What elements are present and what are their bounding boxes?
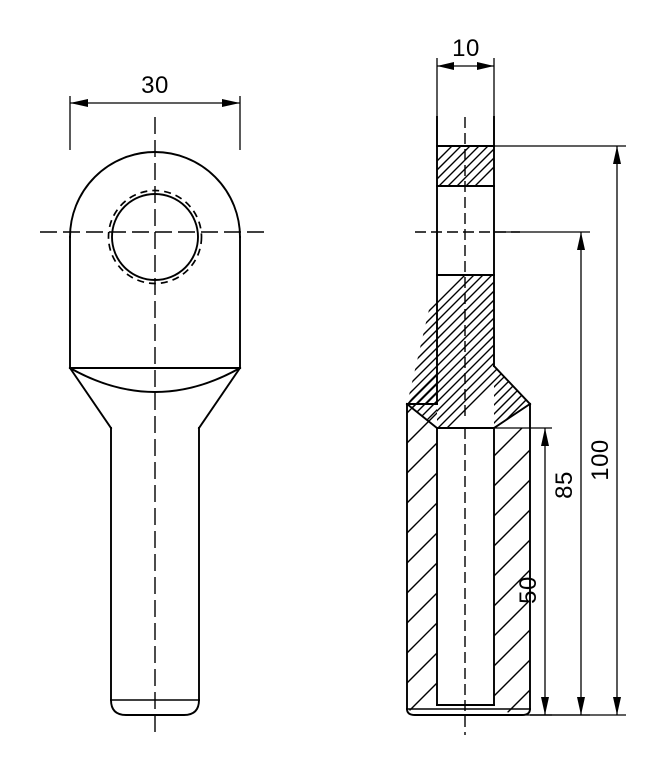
dimension-thickness-10: 10 — [436, 35, 495, 140]
dimension-label-85: 85 — [551, 471, 578, 499]
dimension-width-30: 30 — [69, 72, 241, 150]
dimension-overall-100: 100 — [494, 145, 626, 716]
side-view-centerlines — [415, 117, 520, 735]
dimension-label-50: 50 — [515, 576, 542, 604]
dimension-label-100: 100 — [587, 439, 614, 481]
side-view-outline — [405, 116, 532, 716]
dimension-label-30: 30 — [141, 72, 169, 99]
side-view-hatch-mid-body — [407, 275, 530, 428]
side-view-hatch-eye-top — [437, 146, 494, 186]
front-view-centerlines — [40, 117, 270, 735]
dimension-shank-85: 85 — [494, 231, 590, 716]
side-view-hatch-wall-left — [407, 404, 437, 715]
front-view: 30 — [40, 72, 270, 735]
dimension-bore-depth-50: 50 — [494, 427, 552, 716]
dimension-label-10: 10 — [452, 35, 480, 62]
side-view: 10 50 85 — [405, 35, 626, 735]
